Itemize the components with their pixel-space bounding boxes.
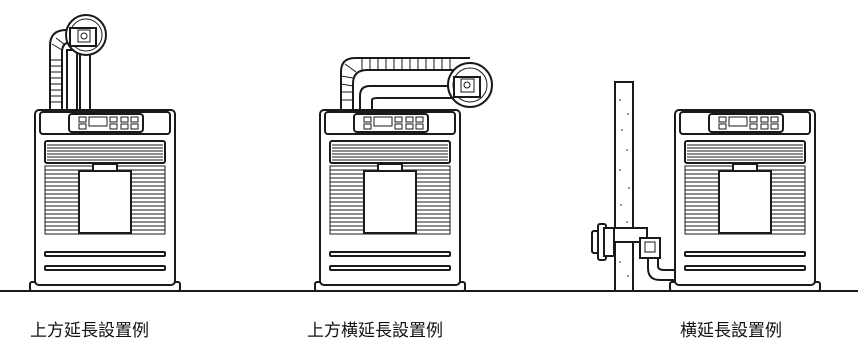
heater-unit-3: [669, 109, 821, 292]
duct-pipe-2: [340, 57, 470, 110]
wall: [614, 81, 634, 292]
caption-side-extension: 横延長設置例: [680, 321, 782, 341]
caption-top-side-extension: 上方横延長設置例: [307, 321, 443, 341]
heater-unit-1: [29, 109, 181, 292]
vent-fan-1: [65, 14, 107, 56]
caption-top-extension: 上方延長設置例: [30, 321, 149, 341]
vent-fan-3: [591, 223, 615, 261]
duct-pipe-1: [49, 29, 91, 111]
heater-unit-2: [314, 109, 466, 292]
vent-fan-2: [447, 62, 493, 108]
